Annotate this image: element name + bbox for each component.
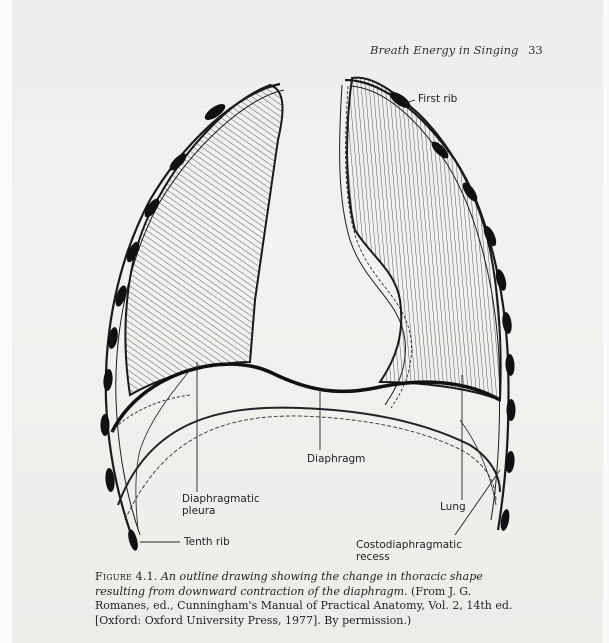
label-costodiaphragmatic-2: recess	[356, 552, 390, 563]
label-diaphragmatic-pleura-2: pleura	[182, 506, 215, 517]
figure-caption: Figure 4.1. An outline drawing showing t…	[95, 570, 525, 628]
right-lung	[347, 78, 501, 400]
label-diaphragmatic-pleura-1: Diaphragmatic	[182, 494, 260, 505]
label-tenth-rib: Tenth rib	[184, 537, 230, 548]
label-diaphragm: Diaphragm	[307, 454, 365, 465]
label-costodiaphragmatic-1: Costodiaphragmatic	[356, 540, 462, 551]
label-lung: Lung	[440, 502, 466, 513]
label-first-rib: First rib	[418, 94, 457, 105]
figure-number: Figure 4.1.	[95, 570, 157, 583]
